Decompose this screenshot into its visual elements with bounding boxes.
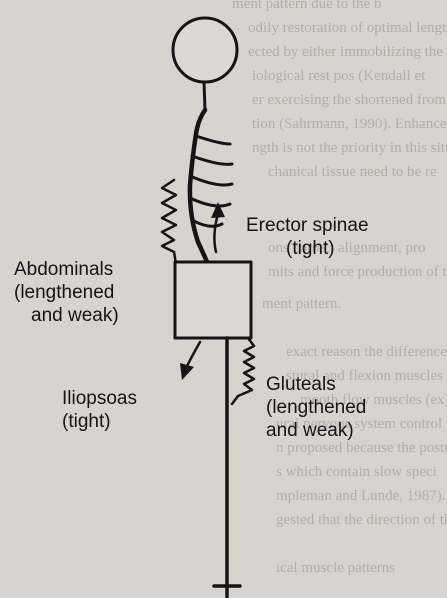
pelvis-block [175,262,251,338]
spine-curve [190,110,208,264]
rib-line [196,136,230,144]
erector-spinae-label-line: Erector spinae [246,214,369,237]
rib-line [190,198,230,206]
head-circle [173,18,237,82]
gluteals-label-line: (lengthened [266,396,366,419]
gluteals-label: Gluteals (lengthened and weak) [266,373,366,442]
abdominals-label-line: (lengthened [14,281,119,304]
rib-line [192,156,232,164]
iliopsoas-arrow [186,342,200,368]
gluteals-label-line: Gluteals [266,373,366,396]
abdominals-label: Abdominals (lengthened and weak) [14,258,119,327]
rib-line [190,176,232,185]
erector-spinae-label: Erector spinae (tight) [246,214,369,260]
erector-spinae-arrow [214,214,218,252]
erector-spinae-label-line: (tight) [246,237,369,260]
iliopsoas-label-line: (tight) [62,410,137,433]
gluteals-spring [232,338,254,404]
iliopsoas-label: Iliopsoas (tight) [62,387,137,433]
abdominals-label-line: and weak) [14,304,119,327]
gluteals-label-line: and weak) [266,419,366,442]
iliopsoas-arrowhead [180,363,194,380]
abdominals-label-line: Abdominals [14,258,119,281]
neck-line [204,82,205,110]
iliopsoas-label-line: Iliopsoas [62,387,137,410]
abdominals-spring [162,180,176,252]
